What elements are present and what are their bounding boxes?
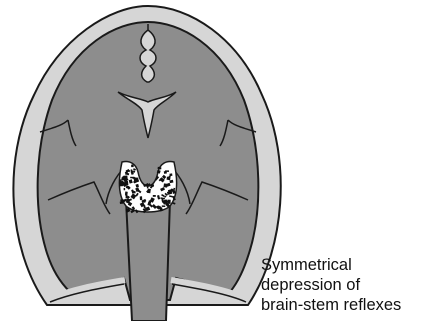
lesion-speckle [163,183,167,187]
caption-line: depression of [261,275,439,295]
lesion-speckle [124,188,126,190]
reflexes-caption: Symmetrical depression of brain-stem ref… [261,255,439,315]
lesion-speckle [165,170,169,172]
lesion-speckle [167,177,171,181]
caption-line: Symmetrical [261,255,439,275]
lesion-speckle [140,196,143,200]
lesion-speckle [147,189,151,194]
lesion-speckle [171,189,173,192]
lesion-speckle [169,173,172,176]
lesion-speckle [162,205,166,207]
lesion-speckle [153,195,156,197]
lesion-speckle [151,184,154,187]
brain-stem [126,200,170,321]
caption-line: brain-stem reflexes [261,295,439,315]
lesion-speckle [131,165,134,168]
